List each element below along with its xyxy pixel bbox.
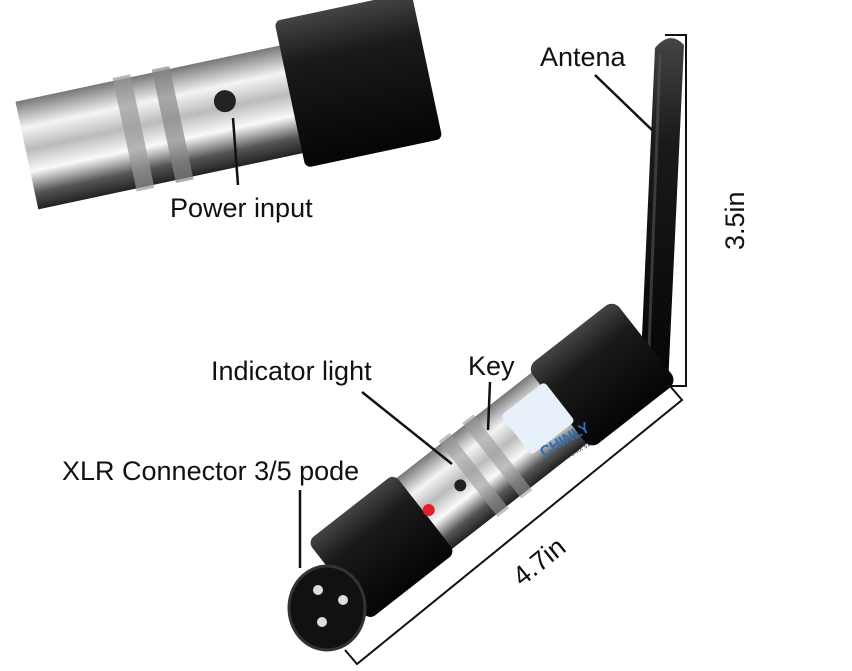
- label-power-input: Power input: [170, 193, 313, 223]
- label-indicator-light: Indicator light: [211, 356, 372, 386]
- xlr-connector: [287, 564, 367, 652]
- height-dimension: [665, 34, 687, 387]
- key-button: [454, 479, 467, 492]
- power-jack: [213, 90, 236, 113]
- length-dimension: [344, 385, 684, 666]
- label-key: Key: [468, 351, 515, 381]
- label-xlr-connector: XLR Connector 3/5 pode: [62, 456, 359, 486]
- antenna: [640, 38, 684, 385]
- indicator-light-led: [422, 504, 435, 517]
- label-height-dim: 3.5in: [720, 191, 750, 250]
- dmx-transceiver-body: [310, 303, 674, 617]
- power-input-closeup: [15, 0, 442, 210]
- label-antenna: Antena: [540, 42, 627, 72]
- label-length-dim: 4.7in: [507, 531, 571, 591]
